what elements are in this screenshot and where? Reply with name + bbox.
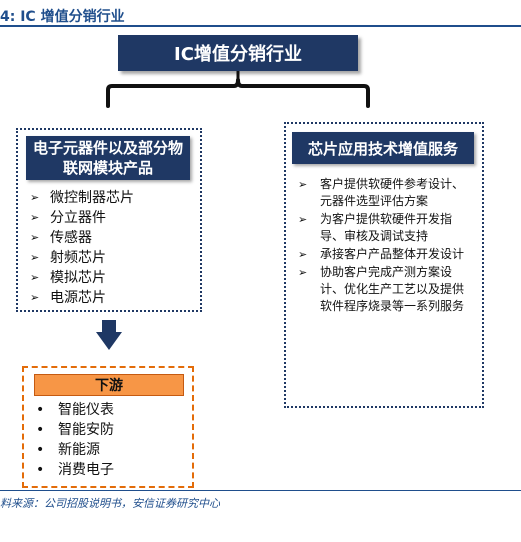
arrow-bullet-icon: ➢: [298, 248, 308, 261]
dot-bullet-icon: •: [36, 442, 45, 458]
list-item-label: 协助客户完成产测方案设计、优化生产工艺以及提供软件程序烧录等一系列服务: [320, 265, 465, 313]
arrow-bullet-icon: ➢: [298, 266, 308, 279]
list-item: • 新能源: [36, 440, 114, 460]
arrow-bullet-icon: ➢: [298, 213, 308, 226]
root-node: IC增值分销行业: [118, 35, 358, 71]
arrow-bullet-icon: ➢: [30, 291, 40, 304]
right-panel: 芯片应用技术增值服务 ➢ 客户提供软硬件参考设计、元器件选型评估方案 ➢ 为客户提供…: [284, 122, 484, 408]
list-item: ➢ 模拟芯片: [30, 268, 134, 288]
right-panel-header: 芯片应用技术增值服务: [292, 132, 474, 164]
right-panel-title: 芯片应用技术增值服务: [307, 139, 458, 158]
list-item-label: 分立器件: [50, 210, 106, 226]
list-item-label: 电源芯片: [50, 290, 106, 306]
list-item-label: 智能仪表: [58, 402, 114, 418]
arrow-bullet-icon: ➢: [298, 178, 308, 191]
list-item-label: 模拟芯片: [50, 270, 106, 286]
left-panel: 电子元器件以及部分物联网模块产品 ➢ 微控制器芯片 ➢ 分立器件 ➢ 传感器 ➢ 射频芯…: [16, 128, 202, 312]
list-item: • 智能安防: [36, 420, 114, 440]
list-item: • 消费电子: [36, 460, 114, 480]
list-item-label: 微控制器芯片: [50, 190, 134, 206]
list-item-label: 射频芯片: [50, 250, 106, 266]
list-item-label: 消费电子: [58, 462, 114, 478]
list-item: ➢ 射频芯片: [30, 248, 134, 268]
dot-bullet-icon: •: [36, 402, 45, 418]
arrow-bullet-icon: ➢: [30, 191, 40, 204]
arrow-bullet-icon: ➢: [30, 211, 40, 224]
list-item-label: 承接客户产品整体开发设计: [320, 247, 465, 261]
left-panel-title: 电子元器件以及部分物联网模块产品: [32, 139, 183, 177]
arrow-bullet-icon: ➢: [30, 251, 40, 264]
list-item: ➢ 为客户提供软硬件开发指导、审核及调试支持: [298, 211, 474, 245]
list-item: • 智能仪表: [36, 400, 114, 420]
list-item: ➢ 传感器: [30, 228, 134, 248]
arrow-bullet-icon: ➢: [30, 271, 40, 284]
downstream-panel: 下游 • 智能仪表 • 智能安防 • 新能源 • 消费电子: [22, 366, 194, 488]
left-panel-header: 电子元器件以及部分物联网模块产品: [26, 136, 190, 180]
list-item-label: 客户提供软硬件参考设计、元器件选型评估方案: [320, 177, 465, 208]
list-item-label: 新能源: [58, 442, 100, 458]
list-item-label: 为客户提供软硬件开发指导、审核及调试支持: [320, 212, 453, 243]
list-item-label: 智能安防: [58, 422, 114, 438]
dot-bullet-icon: •: [36, 462, 45, 478]
dot-bullet-icon: •: [36, 422, 45, 438]
arrow-bullet-icon: ➢: [30, 231, 40, 244]
list-item: ➢ 分立器件: [30, 208, 134, 228]
brace-connector: [106, 71, 370, 108]
source-note: 料来源：公司招股说明书，安信证券研究中心: [0, 497, 220, 510]
right-panel-list: ➢ 客户提供软硬件参考设计、元器件选型评估方案 ➢ 为客户提供软硬件开发指导、审核及…: [298, 176, 474, 316]
list-item-label: 传感器: [50, 230, 92, 246]
bottom-rule: [0, 490, 521, 491]
left-panel-list: ➢ 微控制器芯片 ➢ 分立器件 ➢ 传感器 ➢ 射频芯片 ➢ 模拟芯片 ➢ 电源芯片: [30, 188, 134, 308]
top-rule: [0, 25, 521, 27]
list-item: ➢ 承接客户产品整体开发设计: [298, 246, 474, 263]
list-item: ➢ 电源芯片: [30, 288, 134, 308]
downstream-title: 下游: [95, 378, 123, 394]
root-node-label: IC增值分销行业: [174, 44, 302, 65]
list-item: ➢ 协助客户完成产测方案设计、优化生产工艺以及提供软件程序烧录等一系列服务: [298, 264, 474, 315]
list-item: ➢ 客户提供软硬件参考设计、元器件选型评估方案: [298, 176, 474, 210]
figure-title: 4: IC 增值分销行业: [0, 9, 125, 25]
down-arrow-icon: [96, 320, 122, 350]
list-item: ➢ 微控制器芯片: [30, 188, 134, 208]
downstream-list: • 智能仪表 • 智能安防 • 新能源 • 消费电子: [36, 400, 114, 480]
downstream-header: 下游: [34, 374, 184, 396]
